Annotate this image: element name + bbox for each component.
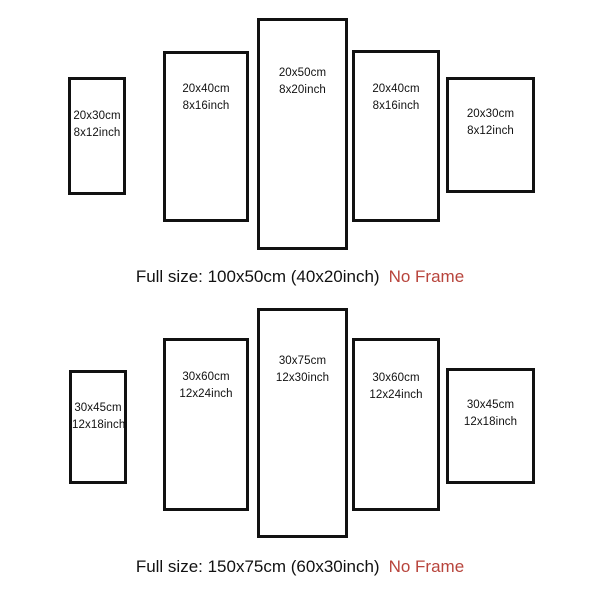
- canvas-panel-5: 30x45cm 12x18inch: [446, 368, 535, 484]
- canvas-panel-4-label: 30x60cm 12x24inch: [355, 370, 437, 403]
- panel-group-150x75: 30x45cm 12x18inch 30x60cm 12x24inch 30x7…: [0, 290, 600, 600]
- panel-label-inch: 8x16inch: [182, 99, 230, 112]
- canvas-panel-1: 30x45cm 12x18inch: [69, 370, 127, 484]
- caption-no-frame-badge: No Frame: [388, 267, 465, 286]
- canvas-panel-3: 20x50cm 8x20inch: [257, 18, 348, 250]
- panel-label-inch: 8x12inch: [73, 126, 121, 139]
- panel-label-inch: 8x20inch: [279, 83, 326, 96]
- caption-no-frame-badge: No Frame: [388, 557, 465, 576]
- group-caption-100x50: Full size: 100x50cm (40x20inch) No Frame: [0, 266, 600, 287]
- panel-label-inch: 12x18inch: [72, 418, 126, 431]
- canvas-panel-4: 20x40cm 8x16inch: [352, 50, 440, 222]
- canvas-panel-5-label: 20x30cm 8x12inch: [449, 106, 532, 139]
- panel-label-inch: 8x16inch: [372, 99, 420, 112]
- panel-label-cm: 30x45cm: [466, 399, 515, 411]
- canvas-panel-5-label: 30x45cm 12x18inch: [449, 397, 532, 430]
- panel-label-cm: 30x60cm: [372, 372, 420, 384]
- panel-label-inch: 12x24inch: [369, 388, 423, 401]
- panel-label-inch: 8x12inch: [467, 124, 514, 137]
- canvas-panel-4: 30x60cm 12x24inch: [352, 338, 440, 511]
- panel-label-cm: 20x50cm: [278, 67, 327, 79]
- canvas-panel-2-label: 20x40cm 8x16inch: [166, 81, 246, 114]
- panel-label-cm: 30x45cm: [74, 402, 122, 414]
- caption-main-text: Full size: 150x75cm (60x30inch): [135, 557, 380, 576]
- group-caption-150x75: Full size: 150x75cm (60x30inch) No Frame: [0, 556, 600, 577]
- panel-label-cm: 20x40cm: [182, 83, 230, 95]
- canvas-panel-3-label: 20x50cm 8x20inch: [260, 65, 345, 98]
- panel-label-inch: 12x18inch: [463, 415, 518, 428]
- panel-group-100x50: 20x30cm 8x12inch 20x40cm 8x16inch 20x50c…: [0, 18, 600, 287]
- caption-main-text: Full size: 100x50cm (40x20inch): [135, 267, 380, 286]
- canvas-panel-4-label: 20x40cm 8x16inch: [355, 81, 437, 114]
- canvas-panel-1-label: 30x45cm 12x18inch: [72, 400, 126, 433]
- canvas-panel-2: 20x40cm 8x16inch: [163, 51, 249, 222]
- canvas-panel-3: 30x75cm 12x30inch: [257, 308, 348, 538]
- panel-label-cm: 30x60cm: [182, 371, 230, 383]
- canvas-panel-3-label: 30x75cm 12x30inch: [260, 353, 345, 386]
- canvas-panel-1-label: 20x30cm 8x12inch: [71, 108, 123, 141]
- panel-label-cm: 20x30cm: [73, 110, 121, 122]
- panel-label-inch: 12x24inch: [179, 387, 233, 400]
- panel-label-cm: 20x40cm: [372, 83, 420, 95]
- canvas-panel-1: 20x30cm 8x12inch: [68, 77, 126, 195]
- canvas-panel-2-label: 30x60cm 12x24inch: [166, 369, 246, 402]
- panel-label-cm: 30x75cm: [278, 355, 327, 367]
- canvas-panel-2: 30x60cm 12x24inch: [163, 338, 249, 511]
- canvas-panel-5: 20x30cm 8x12inch: [446, 77, 535, 193]
- panel-label-cm: 20x30cm: [466, 108, 515, 120]
- panel-label-inch: 12x30inch: [275, 371, 330, 384]
